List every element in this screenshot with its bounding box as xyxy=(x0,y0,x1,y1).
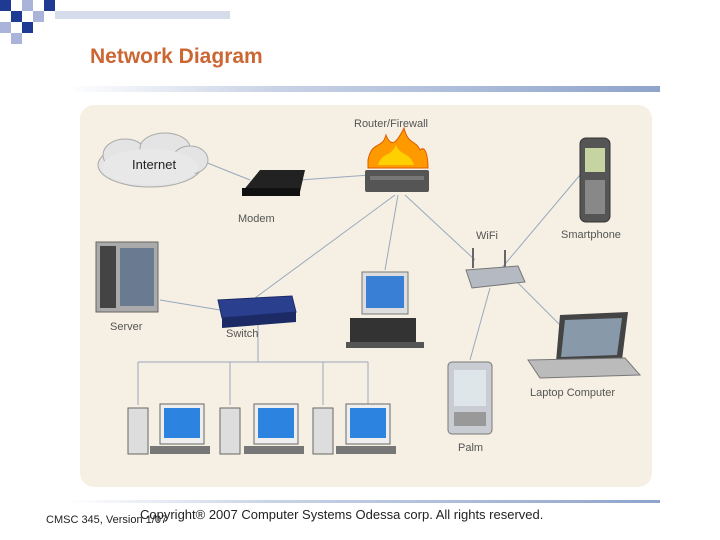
title-divider xyxy=(66,86,660,92)
wifi-access-point-icon xyxy=(465,248,526,289)
server-icon xyxy=(95,241,159,313)
footer-divider xyxy=(66,500,660,503)
workstation-1-icon xyxy=(127,403,210,455)
label-laptop: Laptop Computer xyxy=(530,387,615,399)
label-palm: Palm xyxy=(458,442,484,454)
label-smartphone: Smartphone xyxy=(561,229,621,241)
firewall-icon xyxy=(367,126,429,169)
workstation-2-icon xyxy=(219,403,304,455)
desktop-computer-icon xyxy=(346,271,424,348)
laptop-icon xyxy=(527,312,642,379)
label-internet: Internet xyxy=(132,157,177,172)
label-server: Server xyxy=(110,321,143,333)
connection-lines xyxy=(137,159,581,405)
course-version: CMSC 345, Version 1/07 xyxy=(46,514,168,526)
copyright-notice: Copyright® 2007 Computer Systems Odessa … xyxy=(140,507,544,522)
slide-title: Network Diagram xyxy=(90,45,263,68)
label-router-firewall: Router/Firewall xyxy=(354,118,428,130)
router-icon xyxy=(365,170,429,192)
label-modem: Modem xyxy=(238,213,275,225)
label-wifi: WiFi xyxy=(476,230,498,242)
modem-icon xyxy=(242,170,305,196)
pda-icon xyxy=(447,361,493,435)
decorative-squares xyxy=(0,0,230,44)
workstation-3-icon xyxy=(312,403,396,455)
smartphone-icon xyxy=(579,137,611,223)
network-switch-icon xyxy=(217,295,297,328)
label-switch: Switch xyxy=(226,328,259,340)
cloud-icon xyxy=(97,132,209,188)
